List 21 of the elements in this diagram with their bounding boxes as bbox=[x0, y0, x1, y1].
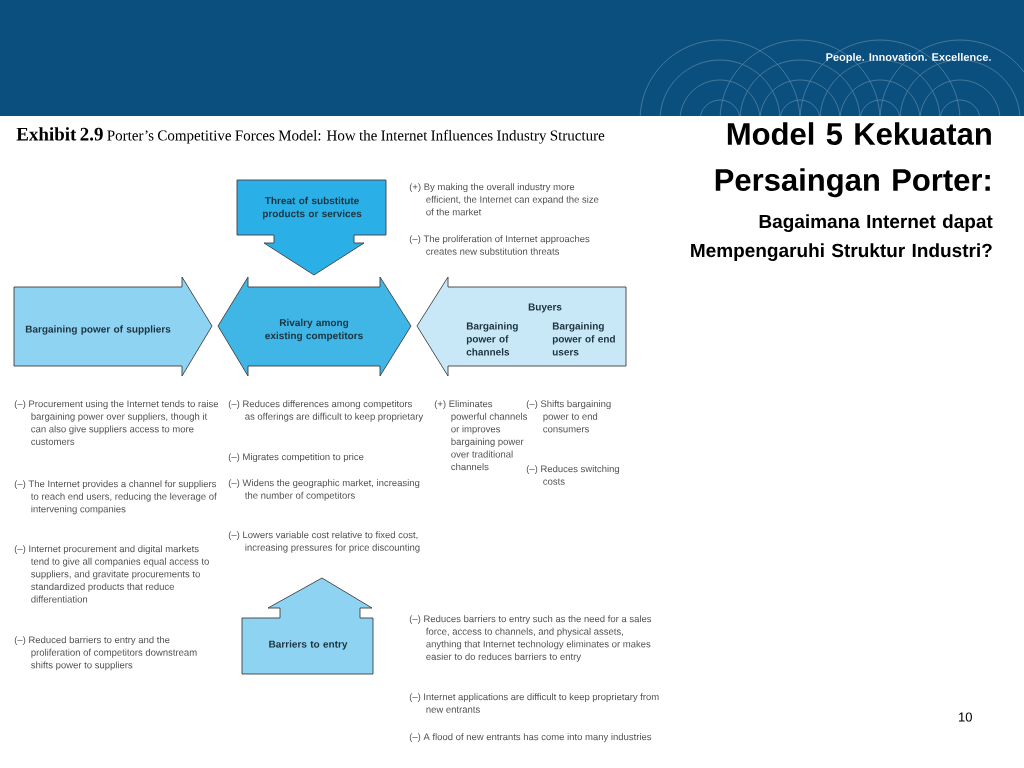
exhibit-caption: Exhibit 2.9 Porter’s Competitive Forces Model: How the Internet Influences Industry Structure bbox=[16, 127, 605, 144]
slide-title: Model 5 Kekuatan Persaingan Porter: bbox=[715, 122, 991, 198]
note-text: (+) By making the overall industry more efficient, the Internet can expand the size of the market bbox=[409, 183, 599, 216]
page-number: 10 bbox=[959, 712, 972, 722]
note-text: (–) A flood of new entrants has come into many industries bbox=[409, 733, 652, 743]
note-text: (–) The Internet provides a channel for suppliers to reach end users, reducing the leverage of intervening companies bbox=[14, 480, 217, 515]
note-text: (–) Lowers variable cost relative to fixed cost, increasing pressures for price discounting bbox=[228, 531, 420, 553]
note-text: (–) Internet procurement and digital markets tend to give all companies equal access to suppliers, and gravitate procurements to standardized products that reduce differentiation bbox=[14, 545, 209, 603]
note-text: (–) Migrates competition to price bbox=[228, 453, 364, 463]
note-text: (+) Eliminates powerful channels or improves bargaining power over traditional channels bbox=[434, 400, 528, 471]
slogan: People. Innovation. Excellence. bbox=[826, 52, 991, 64]
note-text: (–) Reduced barriers to entry and the proliferation of competitors downstream shifts power to suppliers bbox=[14, 636, 197, 671]
note-text: (–) Reduces barriers to entry such as the need for a sales force, access to channels, and physical assets, anything that Internet technology eliminates or makes easier to do reduces barriers to entry bbox=[409, 615, 652, 662]
note-text: (–) The proliferation of Internet approaches creates new substitution threats bbox=[409, 235, 590, 255]
note-text: (–) Shifts bargaining power to end consumers bbox=[526, 400, 611, 433]
note-text: (–) Reduces differences among competitors as offerings are difficult to keep proprietary bbox=[228, 400, 424, 422]
note-text: (–) Reduces switching costs bbox=[526, 465, 620, 485]
note-text: (–) Procurement using the Internet tends to raise bargaining power over suppliers, though it can also give suppliers access to more customers bbox=[14, 400, 219, 445]
slide-subtitle: Bagaimana Internet dapat Mempengaruhi Struktur Industri? bbox=[691, 214, 993, 261]
note-text: (–) Widens the geographic market, increasing the number of competitors bbox=[228, 479, 420, 501]
note-text: (–) Internet applications are difficult to keep proprietary from new entrants bbox=[409, 693, 659, 713]
